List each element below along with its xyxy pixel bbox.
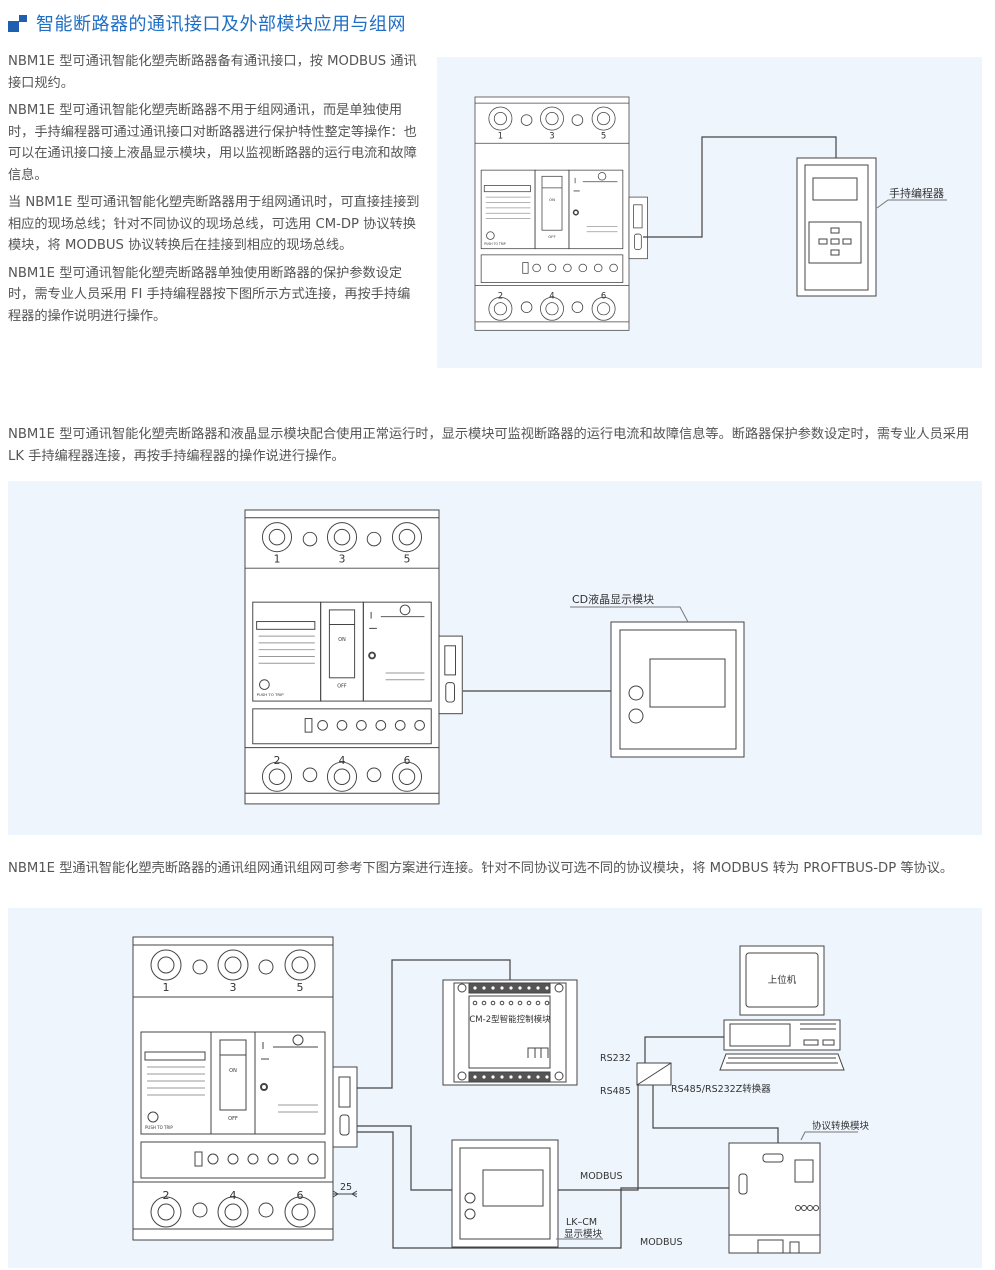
terminal-label: 2	[498, 291, 503, 301]
cable	[643, 136, 837, 238]
cm2-control-module	[442, 979, 578, 1086]
terminal-label: 4	[339, 754, 346, 767]
modbus-label-2: MODBUS	[640, 1237, 683, 1248]
intro-text: NBM1E 型可通讯智能化塑壳断路器备有通讯接口，按 MODBUS 通讯接口规约…	[8, 51, 422, 333]
off-label: OFF	[337, 684, 347, 690]
protocol-module-label: 协议转换模块	[812, 1120, 870, 1132]
terminal-label: 4	[549, 291, 554, 301]
terminal-label: 4	[230, 1189, 237, 1202]
converter-label: RS485/RS232Z转换器	[671, 1083, 771, 1095]
dimension-marker	[332, 1190, 358, 1198]
circuit-breaker: 1 2 3 4 5 6 PUSH TO TRIP ON OFF	[132, 936, 358, 1241]
terminal-label: 2	[163, 1189, 170, 1202]
terminal-label: 6	[404, 754, 411, 767]
terminal-label: 6	[601, 291, 606, 301]
terminal-label: 6	[297, 1189, 304, 1202]
terminal-label: 5	[297, 981, 304, 994]
on-label: ON	[229, 1068, 237, 1074]
circuit-breaker: 1 2 3 4 5 6 PUSH TO TRIP ON OFF	[474, 96, 648, 331]
section3-text: NBM1E 型通讯智能化塑壳断路器的通讯组网通讯组网可参考下图方案进行连接。针对…	[8, 858, 988, 886]
terminal-label: 3	[339, 552, 346, 565]
page-title: 智能断路器的通讯接口及外部模块应用与组网	[36, 14, 406, 35]
lkcm-label: LK–CM	[566, 1217, 597, 1228]
push-to-trip-label: PUSH TO TRIP	[257, 692, 285, 697]
terminal-label: 5	[601, 131, 606, 141]
off-label: OFF	[548, 234, 555, 239]
host-label: 上位机	[768, 974, 797, 986]
terminal-label: 3	[230, 981, 237, 994]
on-label: ON	[549, 197, 555, 202]
section2-text: NBM1E 型可通讯智能化塑壳断路器和液晶显示模块配合使用正常运行时，显示模块可…	[8, 424, 988, 473]
section2-paragraph: NBM1E 型可通讯智能化塑壳断路器和液晶显示模块配合使用正常运行时，显示模块可…	[8, 427, 970, 464]
leader-line	[876, 199, 947, 209]
lcd-module-label: CD液晶显示模块	[572, 592, 654, 606]
on-label: ON	[338, 637, 346, 643]
lkcm-display-module	[451, 1139, 559, 1248]
leader-line	[800, 1131, 858, 1141]
diagram2-svg: 1 2 3 4 5 6 PUSH TO TRIP ON OFF CD液晶显示模块	[244, 509, 745, 805]
diagram3-svg: 1 2 3 4 5 6 PUSH TO TRIP ON OFF RS232 RS485 RS48…	[132, 936, 870, 1254]
rs232-label: RS232	[600, 1053, 631, 1064]
circuit-breaker: 1 2 3 4 5 6 PUSH TO TRIP ON OFF	[244, 509, 463, 805]
protocol-converter-module	[728, 1142, 821, 1254]
blue-squares-icon	[8, 13, 28, 33]
diagram-network: 1 2 3 4 5 6 PUSH TO TRIP ON OFF RS232 RS485 RS48…	[8, 908, 982, 1268]
terminal-label: 1	[163, 981, 170, 994]
intro-paragraph: NBM1E 型可通讯智能化塑壳断路器备有通讯接口，按 MODBUS 通讯接口规约…	[8, 54, 417, 91]
handheld-programmer	[796, 157, 877, 297]
terminal-label: 1	[274, 552, 281, 565]
intro-paragraph: NBM1E 型可通讯智能化塑壳断路器不用于组网通讯，而是单独使用时，手持编程器可…	[8, 103, 417, 183]
section3-paragraph: NBM1E 型通讯智能化塑壳断路器的通讯组网通讯组网可参考下图方案进行连接。针对…	[8, 861, 954, 876]
section-title: 智能断路器的通讯接口及外部模块应用与组网	[8, 10, 406, 36]
off-label: OFF	[228, 1116, 238, 1122]
programmer-label: 手持编程器	[889, 186, 944, 200]
converter	[636, 1062, 672, 1086]
dimension-label: 25	[340, 1182, 352, 1193]
cables	[357, 959, 779, 1249]
rs485-label: RS485	[600, 1086, 631, 1097]
intro-paragraph: 当 NBM1E 型可通讯智能化塑壳断路器用于组网通讯时，可直接挂接到相应的现场总…	[8, 195, 420, 253]
host-computer	[719, 945, 845, 1071]
push-to-trip-label: PUSH TO TRIP	[484, 242, 506, 246]
lkcm-label-2: 显示模块	[564, 1228, 603, 1240]
diagram-lcd-module: 1 2 3 4 5 6 PUSH TO TRIP ON OFF CD液晶显示模块	[8, 481, 982, 835]
terminal-label: 3	[549, 131, 554, 141]
push-to-trip-label: PUSH TO TRIP	[145, 1125, 173, 1130]
leader-line	[570, 606, 689, 623]
intro-paragraph: NBM1E 型可通讯智能化塑壳断路器单独使用断路器的保护参数设定时，需专业人员采…	[8, 265, 411, 324]
diagram1-svg: 1 2 3 4 5 6 PUSH TO TRIP ON OFF 手持编程器	[474, 96, 947, 331]
modbus-label: MODBUS	[580, 1171, 623, 1182]
terminal-label: 5	[404, 552, 411, 565]
terminal-label: 2	[274, 754, 281, 767]
cm2-label: CM-2型智能控制模块	[469, 1014, 551, 1025]
terminal-label: 1	[498, 131, 503, 141]
lcd-display-module	[610, 621, 745, 758]
diagram-handheld-programmer: 1 2 3 4 5 6 PUSH TO TRIP ON OFF 手持编程器	[437, 57, 982, 368]
